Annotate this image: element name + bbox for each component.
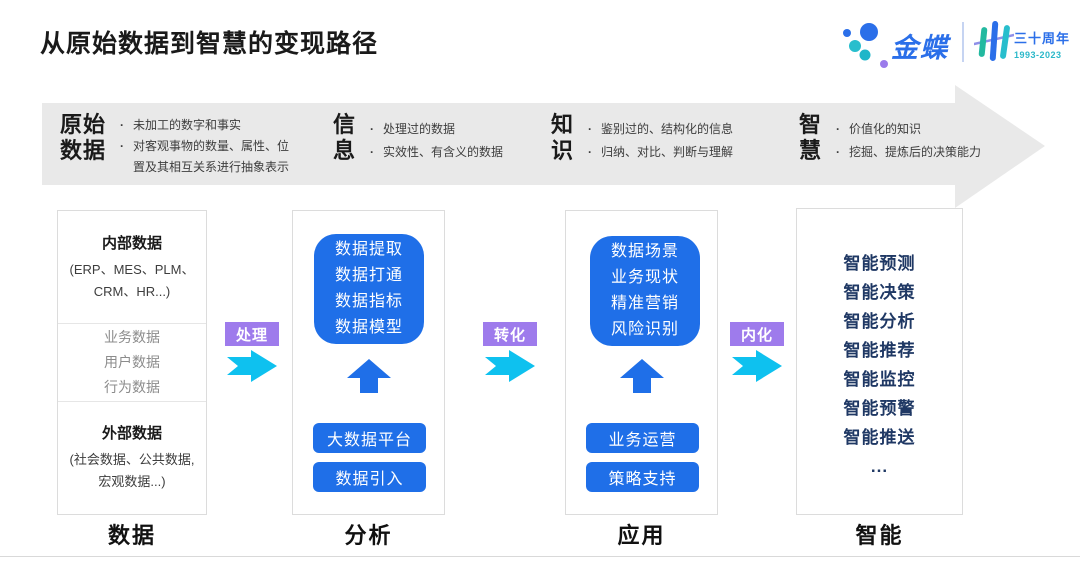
internal-data-title: 内部数据 [101, 234, 162, 252]
stage-term: 信息 [333, 112, 356, 164]
anniversary-years: 1993-2023 [1014, 50, 1062, 60]
stage-point: 价值化的知识 [836, 118, 981, 141]
page-title: 从原始数据到智慧的变现路径 [40, 30, 379, 58]
capability-line: 业务现状 [610, 269, 679, 286]
stage-points: 处理过的数据 实效性、有含义的数据 [370, 112, 503, 164]
stage-term-line2: 息 [333, 138, 357, 163]
stage-term: 知识 [551, 112, 574, 164]
capability-line: 风险识别 [610, 321, 679, 338]
stage-term-line2: 识 [551, 138, 575, 163]
stage-point: 未加工的数字和事实 [120, 115, 293, 136]
column-box-intelligence: 智能预测 智能决策 智能分析 智能推荐 智能监控 智能预警 智能推送 ... [796, 208, 963, 515]
stage-point: 对客观事物的数量、属性、位置及其相互关系进行抽象表示 [120, 136, 293, 178]
bottom-divider [0, 556, 1080, 557]
up-arrow-icon [620, 359, 664, 393]
capability-line: 数据打通 [334, 267, 403, 284]
stage-term-line1: 智 [799, 112, 823, 137]
platform-chip: 大数据平台 [313, 423, 426, 453]
right-arrow-icon [227, 350, 277, 382]
stage-points: 未加工的数字和事实 对客观事物的数量、属性、位置及其相互关系进行抽象表示 [120, 112, 293, 178]
connector-label-transform: 转化 [483, 322, 537, 346]
stage-term-line2: 慧 [799, 138, 823, 163]
stage-point: 挖掘、提炼后的决策能力 [836, 141, 981, 164]
capability-line: 数据指标 [334, 293, 403, 310]
intelligence-item: 智能推送 [843, 428, 916, 447]
logo-divider [962, 22, 964, 62]
banner-stage-knowledge: 知识 鉴别过的、结构化的信息 归纳、对比、判断与理解 [551, 112, 733, 164]
data-type-item: 用户数据 [104, 353, 160, 370]
anniversary-30-icon [974, 21, 1014, 61]
external-data-sources: (社会数据、公共数据, 宏观数据...) [69, 452, 195, 489]
intelligence-item: 智能决策 [843, 283, 916, 302]
stage-term-line1: 知 [551, 112, 575, 137]
stage-point: 鉴别过的、结构化的信息 [588, 118, 733, 141]
banner-stage-wisdom: 智慧 价值化的知识 挖掘、提炼后的决策能力 [799, 112, 981, 164]
stage-points: 鉴别过的、结构化的信息 归纳、对比、判断与理解 [588, 112, 733, 164]
internal-data-section: 内部数据 (ERP、MES、PLM、CRM、HR...) [58, 211, 206, 323]
stage-term-line1: 信 [333, 112, 357, 137]
right-arrow-icon [732, 350, 782, 382]
external-data-title: 外部数据 [101, 425, 162, 442]
column-box-data: 内部数据 (ERP、MES、PLM、CRM、HR...) 业务数据 用户数据 行… [57, 210, 207, 515]
anniversary-text: 三十周年 [1014, 31, 1071, 46]
divider [58, 401, 206, 402]
analysis-capability-box: 数据提取 数据打通 数据指标 数据模型 [314, 234, 424, 344]
stage-term-line1: 原始 [60, 112, 107, 137]
internal-data-systems: (ERP、MES、PLM、CRM、HR...) [69, 261, 195, 299]
column-box-analysis: 数据提取 数据打通 数据指标 数据模型 大数据平台 数据引入 [292, 210, 445, 515]
capability-line: 精准营销 [610, 295, 679, 312]
column-label-data: 数据 [107, 523, 156, 548]
column-label-application: 应用 [617, 523, 666, 548]
intelligence-list: 智能预测 智能决策 智能分析 智能推荐 智能监控 智能预警 智能推送 ... [797, 249, 962, 481]
intelligence-item: 智能预警 [843, 399, 916, 418]
stage-point: 归纳、对比、判断与理解 [588, 141, 733, 164]
capability-line: 数据场景 [610, 243, 679, 260]
stage-term: 原始数据 [60, 112, 106, 178]
capability-line: 数据模型 [334, 319, 403, 336]
divider [58, 323, 206, 324]
platform-chip: 数据引入 [313, 462, 426, 492]
anniversary-block: 三十周年 1993-2023 [1014, 28, 1070, 60]
intelligence-item: 智能预测 [843, 254, 916, 273]
data-type-item: 行为数据 [104, 378, 160, 395]
stage-point: 处理过的数据 [370, 118, 503, 141]
stage-term: 智慧 [799, 112, 822, 164]
brand-name: 金蝶 [891, 33, 949, 63]
capability-line: 数据提取 [334, 241, 403, 258]
column-label-analysis: 分析 [344, 523, 393, 548]
external-data-section: 外部数据 (社会数据、公共数据, 宏观数据...) [58, 401, 206, 514]
intelligence-item-ellipsis: ... [870, 457, 889, 476]
connector-label-internalize: 内化 [730, 322, 784, 346]
column-box-application: 数据场景 业务现状 精准营销 风险识别 业务运营 策略支持 [565, 210, 718, 515]
intelligence-item: 智能推荐 [843, 341, 916, 360]
data-type-item: 业务数据 [104, 328, 160, 345]
intelligence-item: 智能分析 [843, 312, 916, 331]
intelligence-item: 智能监控 [843, 370, 916, 389]
connector-label-process: 处理 [225, 322, 279, 346]
column-label-intelligence: 智能 [855, 523, 904, 548]
kingdee-logo: 金蝶 三十周年 1993-2023 [838, 14, 1070, 70]
kingdee-dots-icon [843, 23, 888, 68]
stage-point: 实效性、有含义的数据 [370, 141, 503, 164]
stage-term-line2: 数据 [60, 138, 107, 163]
application-capability-box: 数据场景 业务现状 精准营销 风险识别 [590, 236, 700, 346]
stage-points: 价值化的知识 挖掘、提炼后的决策能力 [836, 112, 981, 164]
banner-stage-raw-data: 原始数据 未加工的数字和事实 对客观事物的数量、属性、位置及其相互关系进行抽象表… [60, 112, 293, 178]
right-arrow-icon [485, 350, 535, 382]
platform-chip: 策略支持 [586, 462, 699, 492]
data-types-section: 业务数据 用户数据 行为数据 [58, 323, 206, 401]
platform-chip: 业务运营 [586, 423, 699, 453]
banner-stage-information: 信息 处理过的数据 实效性、有含义的数据 [333, 112, 503, 164]
up-arrow-icon [347, 359, 391, 393]
